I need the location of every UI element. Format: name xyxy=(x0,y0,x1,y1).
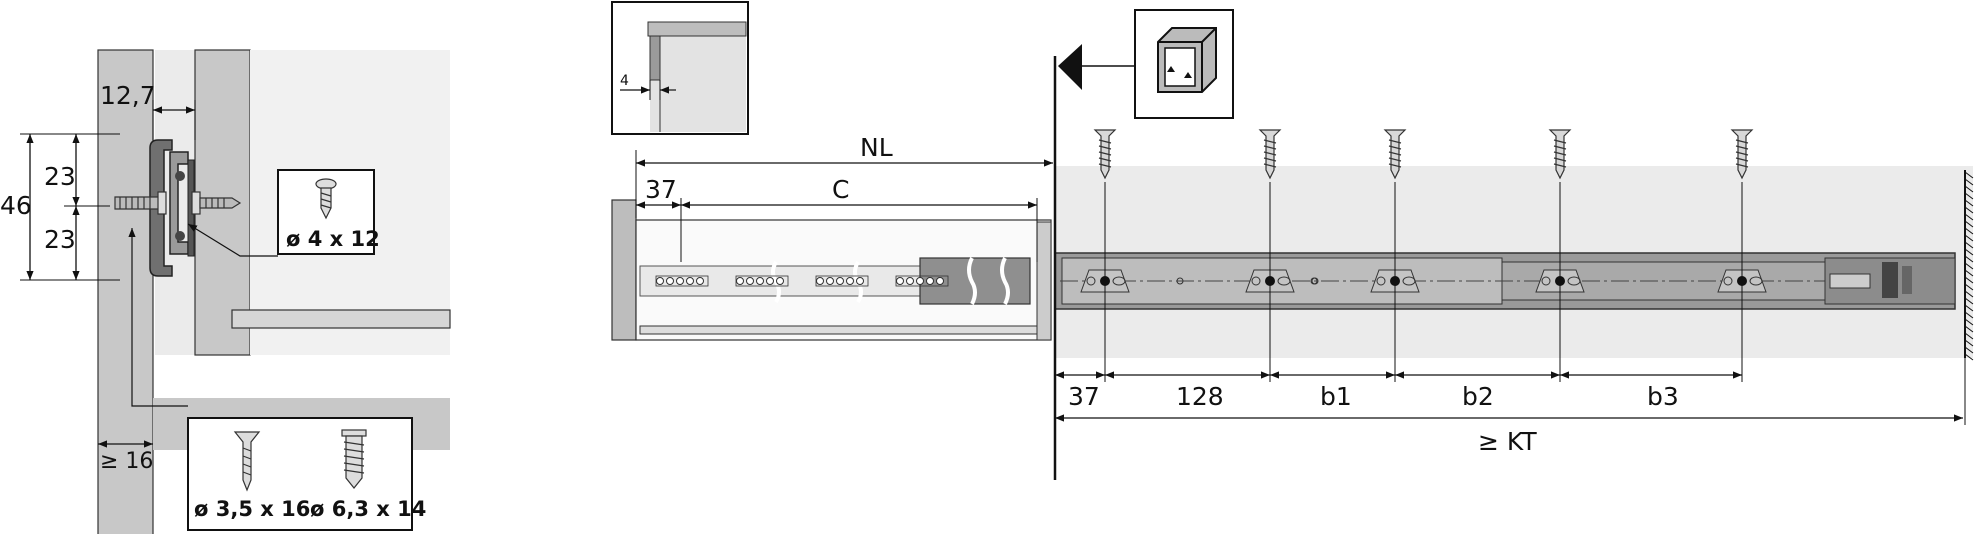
main-side-view: NL 37 C 37 128 b1 b2 b3 ≥ KT xyxy=(611,9,1974,480)
dim-46-label: 46 xyxy=(0,191,32,220)
dim-b3-label: b3 xyxy=(1647,382,1679,411)
dim-b2-label: b2 xyxy=(1462,382,1494,411)
screw-label-box-top: ø 4 x 12 xyxy=(277,169,380,255)
dim-23-bottom-label: 23 xyxy=(44,225,76,254)
dim-37-bottom-label: 37 xyxy=(1068,382,1100,411)
dim-ge16-label: ≥ 16 xyxy=(100,449,153,474)
cabinet-icon xyxy=(1134,9,1234,119)
countersunk-screw-icon xyxy=(233,431,261,492)
detail-inset: 4 xyxy=(611,1,749,135)
dim-C-label: C xyxy=(832,175,849,204)
euro-screw-icon xyxy=(341,429,367,489)
dim-KT-label: ≥ KT xyxy=(1478,427,1537,456)
screw-label-box-bottom: ø 3,5 x 16 ø 6,3 x 14 xyxy=(187,417,426,531)
left-section-view: 46 23 23 12,7 ≥ 16 ø 4 x 12 xyxy=(0,49,451,536)
drawer-body xyxy=(611,199,1052,341)
dim-37-top-label: 37 xyxy=(645,175,677,204)
dim-NL-label: NL xyxy=(860,133,893,162)
screw-center-lines xyxy=(1054,182,1743,382)
dim-128-label: 128 xyxy=(1176,382,1224,411)
screw-label-bottom-2: ø 6,3 x 14 xyxy=(310,497,426,521)
cabinet-back-wall xyxy=(1964,170,1974,361)
drawer-slide-holes xyxy=(655,275,949,287)
drawer-bottom-panel xyxy=(231,309,451,329)
front-stop-triangle-icon xyxy=(1058,44,1082,90)
dim-12-7-label: 12,7 xyxy=(100,81,156,110)
dim-4-label: 4 xyxy=(620,73,629,89)
screw-label-bottom-1: ø 3,5 x 16 xyxy=(194,497,310,521)
dim-b1-label: b1 xyxy=(1320,382,1352,411)
cabinet-slide-rail xyxy=(1054,252,1956,310)
screw-horizontal-left xyxy=(114,191,167,215)
dim-23-top-label: 23 xyxy=(44,162,76,191)
screw-horizontal-right xyxy=(191,191,242,215)
cabinet-side-panel xyxy=(97,49,154,536)
drawer-front xyxy=(611,199,637,341)
screw-label-top: ø 4 x 12 xyxy=(286,227,380,251)
wood-screw-icon xyxy=(315,178,337,220)
